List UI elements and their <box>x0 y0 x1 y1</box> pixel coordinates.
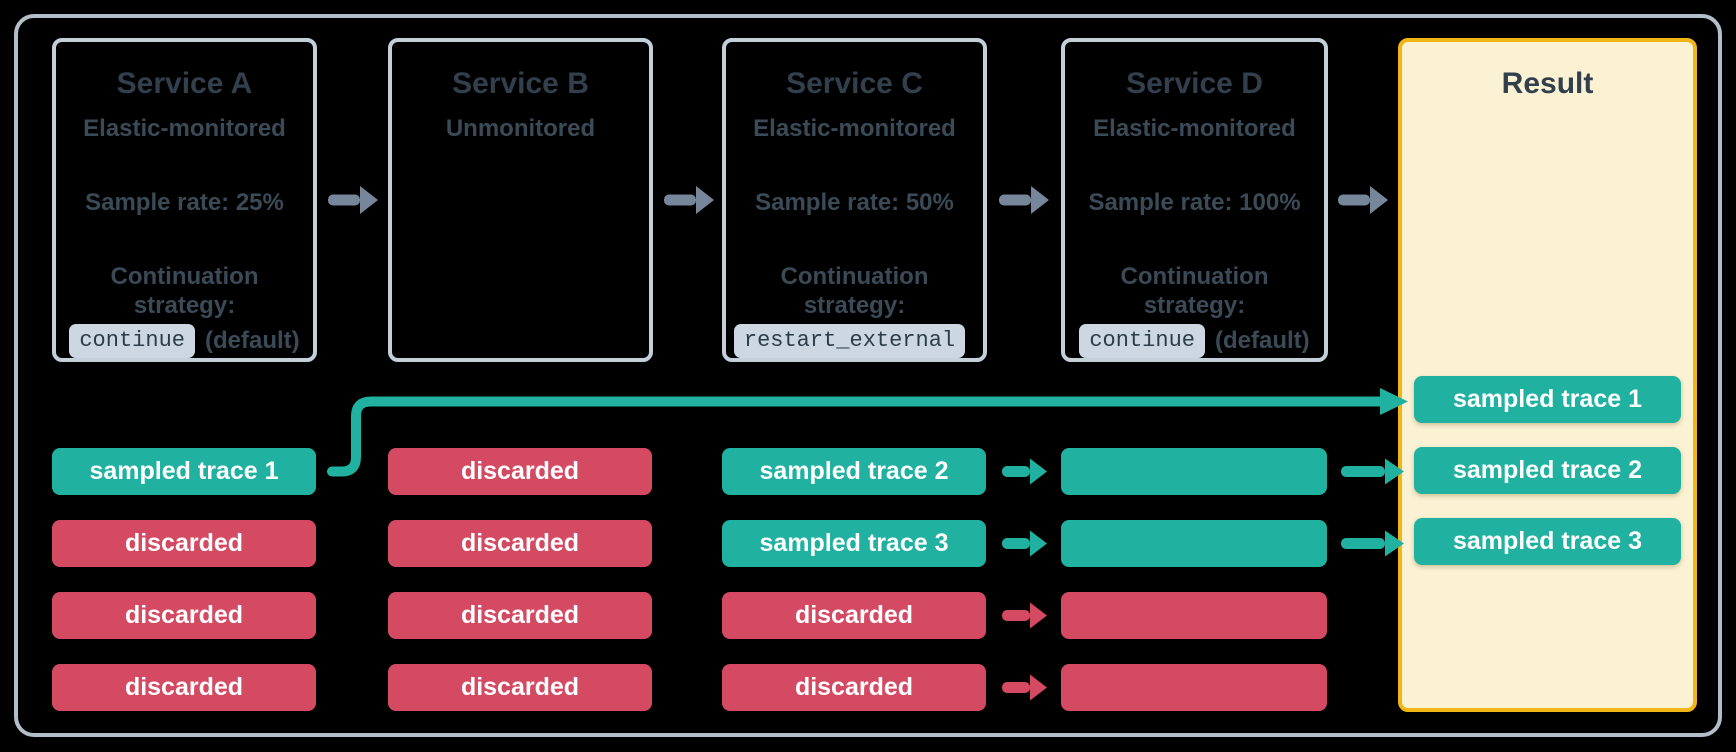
service-b-box: Service B Unmonitored <box>388 38 653 362</box>
trace-pill-d3 <box>1061 592 1327 639</box>
service-a-title: Service A <box>116 67 253 100</box>
service-a-box: Service A Elastic-monitored Sample rate:… <box>52 38 317 362</box>
service-a-strategy-row: continue (default) <box>69 324 300 358</box>
trace-pill-d4 <box>1061 664 1327 711</box>
result-pill-sampled-trace-2: sampled trace 2 <box>1414 447 1681 494</box>
service-b-title: Service B <box>452 67 589 100</box>
trace-pill-c4: discarded <box>722 664 986 711</box>
service-a-sample-rate: Sample rate: 25% <box>85 189 284 216</box>
service-d-title: Service D <box>1126 67 1263 100</box>
service-d-box: Service D Elastic-monitored Sample rate:… <box>1061 38 1328 362</box>
service-d-strategy-row: continue (default) <box>1079 324 1310 358</box>
trace-pill-b4: discarded <box>388 664 652 711</box>
trace-pill-b1: discarded <box>388 448 652 495</box>
service-a-subtitle: Elastic-monitored <box>83 115 286 142</box>
service-d-subtitle: Elastic-monitored <box>1093 115 1296 142</box>
trace-pill-a4: discarded <box>52 664 316 711</box>
service-d-sample-rate: Sample rate: 100% <box>1088 189 1301 216</box>
outer-frame <box>14 14 1722 737</box>
trace-pill-a2: discarded <box>52 520 316 567</box>
trace-pill-c1: sampled trace 2 <box>722 448 986 495</box>
service-d-strategy-suffix: (default) <box>1214 327 1310 354</box>
trace-pill-d2 <box>1061 520 1327 567</box>
trace-pill-a3: discarded <box>52 592 316 639</box>
trace-pill-b2: discarded <box>388 520 652 567</box>
service-c-strategy-row: restart_external <box>733 324 975 358</box>
service-d-strategy-label: Continuation strategy: <box>1120 263 1269 319</box>
result-pill-sampled-trace-1: sampled trace 1 <box>1414 376 1681 423</box>
service-c-strategy-code-badge: restart_external <box>733 324 966 358</box>
result-title: Result <box>1501 67 1594 100</box>
service-c-title: Service C <box>786 67 923 100</box>
service-c-strategy-label: Continuation strategy: <box>780 263 929 319</box>
service-a-strategy-code-badge: continue <box>69 324 195 358</box>
result-box: Result sampled trace 1 sampled trace 2 s… <box>1398 38 1697 712</box>
trace-pill-a1: sampled trace 1 <box>52 448 316 495</box>
service-a-strategy-label: Continuation strategy: <box>110 263 259 319</box>
result-pill-sampled-trace-3: sampled trace 3 <box>1414 518 1681 565</box>
trace-pill-d1 <box>1061 448 1327 495</box>
trace-pill-c2: sampled trace 3 <box>722 520 986 567</box>
service-c-sample-rate: Sample rate: 50% <box>755 189 954 216</box>
service-a-strategy-suffix: (default) <box>204 327 300 354</box>
service-c-subtitle: Elastic-monitored <box>753 115 956 142</box>
service-c-box: Service C Elastic-monitored Sample rate:… <box>722 38 987 362</box>
service-d-strategy-code-badge: continue <box>1079 324 1205 358</box>
trace-pill-b3: discarded <box>388 592 652 639</box>
trace-pill-c3: discarded <box>722 592 986 639</box>
service-b-subtitle: Unmonitored <box>445 115 596 142</box>
